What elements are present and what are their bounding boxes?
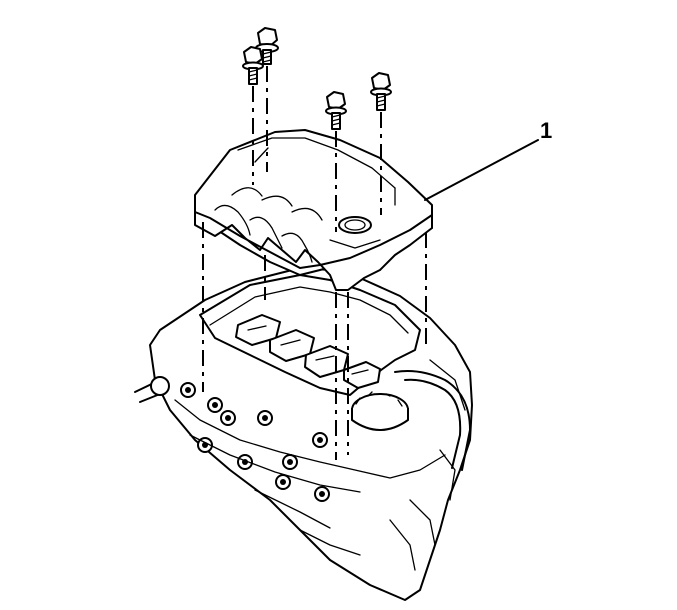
bolt-4-icon xyxy=(370,72,392,111)
callout-label: 1 xyxy=(540,118,552,143)
flange-bolts xyxy=(180,382,330,502)
bolt-3-icon xyxy=(325,91,347,130)
engine-cover xyxy=(194,129,433,291)
engine-cylinder-head xyxy=(134,267,473,601)
bolt-2-icon xyxy=(242,46,264,85)
cover-bolts xyxy=(242,27,392,130)
callout-leader-line xyxy=(424,139,539,201)
alignment-lines xyxy=(202,66,427,460)
bolt-1-icon xyxy=(255,27,279,65)
callout-1: 1 xyxy=(424,118,552,201)
